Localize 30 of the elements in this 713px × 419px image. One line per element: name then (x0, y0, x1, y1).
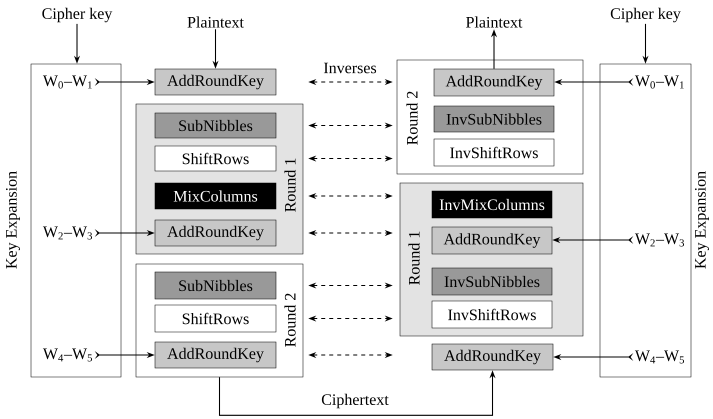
step-box: InvMixColumns (432, 190, 552, 218)
edge-label: Inverses (322, 61, 378, 75)
word-label: W$_{4}$–W$_{5}$ (634, 350, 684, 364)
step-box: MixColumns (154, 182, 276, 210)
step-box: ShiftRows (154, 304, 276, 332)
step-box: AddRoundKey (154, 68, 276, 96)
step-box: SubNibbles (154, 112, 276, 138)
edge-label: Ciphertext (320, 392, 390, 410)
word-label: W$_{2}$–W$_{3}$ (42, 226, 92, 240)
step-box: InvSubNibbles (432, 268, 552, 296)
step-box: InvShiftRows (434, 138, 554, 166)
word-label: W$_{4}$–W$_{5}$ (42, 348, 92, 362)
node-label: Key Expansion (694, 171, 710, 269)
word-label: W$_{0}$–W$_{1}$ (634, 76, 684, 88)
step-box: AddRoundKey (432, 226, 552, 254)
node-label: Key Expansion (6, 171, 20, 269)
word-label: W$_{2}$–W$_{3}$ (634, 234, 684, 246)
step-box: SubNibbles (154, 272, 276, 300)
step-box: InvShiftRows (432, 300, 552, 328)
step-box: AddRoundKey (154, 220, 276, 246)
input-label: Cipher key (42, 8, 112, 22)
input-label: Plaintext (466, 16, 522, 28)
input-label: Cipher key (610, 8, 681, 22)
step-box: AddRoundKey (154, 342, 276, 368)
word-label: W$_{0}$–W$_{1}$ (42, 76, 92, 88)
step-box: InvSubNibbles (434, 106, 554, 132)
step-box: AddRoundKey (432, 344, 554, 370)
step-box: ShiftRows (154, 146, 276, 172)
step-box: AddRoundKey (434, 68, 554, 96)
input-label: Plaintext (188, 16, 244, 28)
